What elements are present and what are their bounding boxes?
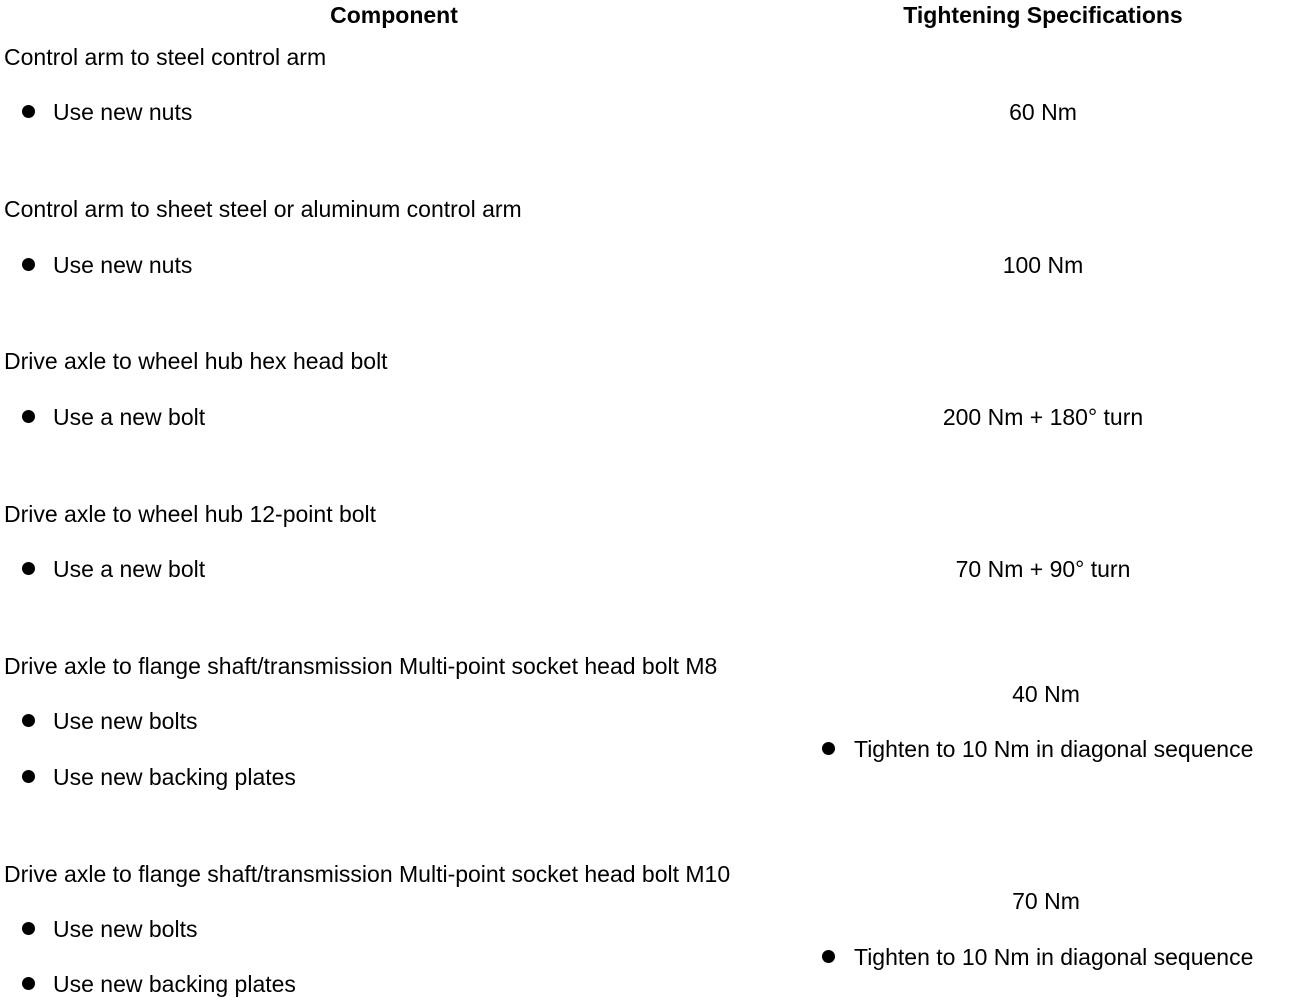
bullet-icon	[822, 950, 835, 963]
torque-value: 40 Nm	[1012, 681, 1080, 707]
component-column-header: Component	[330, 2, 458, 28]
bullet-icon	[22, 922, 35, 935]
torque-value: 200 Nm + 180° turn	[942, 404, 1144, 430]
component-note: Use new bolts	[53, 916, 198, 942]
bullet-icon	[22, 562, 35, 575]
component-note: Use a new bolt	[53, 556, 206, 582]
torque-value: 100 Nm	[1002, 252, 1084, 278]
component-name: Drive axle to flange shaft/transmission …	[4, 653, 718, 679]
spec-note: Tighten to 10 Nm in diagonal sequence	[854, 736, 1254, 762]
component-name: Drive axle to wheel hub 12-point bolt	[4, 501, 377, 527]
torque-value: 70 Nm	[1012, 888, 1080, 914]
component-note: Use new backing plates	[53, 971, 296, 997]
bullet-icon	[22, 410, 35, 423]
bullet-icon	[22, 105, 35, 118]
spec-note: Tighten to 10 Nm in diagonal sequence	[854, 944, 1254, 970]
component-note: Use new bolts	[53, 708, 198, 734]
bullet-icon	[22, 977, 35, 990]
component-note: Use new nuts	[53, 252, 193, 278]
bullet-icon	[22, 258, 35, 271]
bullet-icon	[22, 714, 35, 727]
component-name: Drive axle to flange shaft/transmission …	[4, 861, 731, 887]
component-name: Control arm to sheet steel or aluminum c…	[4, 196, 522, 222]
bullet-icon	[822, 742, 835, 755]
torque-value: 60 Nm	[1009, 99, 1077, 125]
torque-value: 70 Nm + 90° turn	[955, 556, 1131, 582]
component-name: Drive axle to wheel hub hex head bolt	[4, 348, 388, 374]
component-note: Use a new bolt	[53, 404, 206, 430]
component-note: Use new nuts	[53, 99, 193, 125]
bullet-icon	[22, 770, 35, 783]
component-name: Control arm to steel control arm	[4, 44, 327, 70]
spec-column-header: Tightening Specifications	[903, 2, 1183, 28]
component-note: Use new backing plates	[53, 764, 296, 790]
